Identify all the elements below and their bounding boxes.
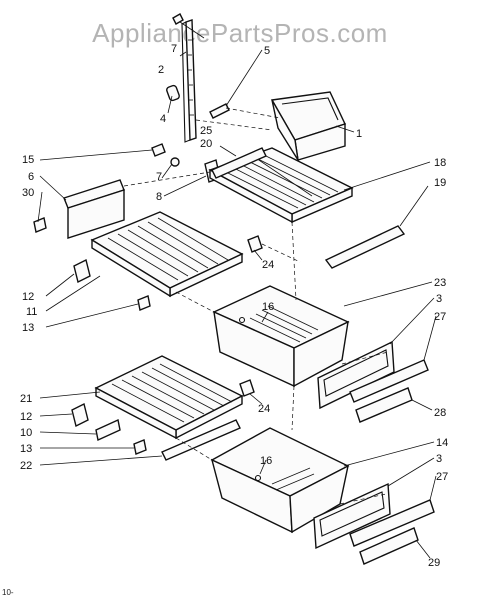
callout-21: 21 <box>20 393 32 405</box>
callout-20: 20 <box>200 138 212 150</box>
lower-crisper-trim[interactable] <box>359 527 419 565</box>
callout-3-upper: 3 <box>436 293 442 305</box>
callout-29: 29 <box>428 557 440 569</box>
upper-crisper-front[interactable] <box>317 340 395 410</box>
callout-5: 5 <box>264 45 270 57</box>
callout-8: 8 <box>156 191 162 203</box>
callout-24-lower: 24 <box>258 403 270 415</box>
callout-3-lower: 3 <box>436 453 442 465</box>
leader-lines <box>37 21 437 559</box>
callout-16-lower: 16 <box>260 455 272 467</box>
middle-shelf[interactable] <box>90 211 244 298</box>
callout-23: 23 <box>434 277 446 289</box>
shelf-stop-13-lower[interactable] <box>133 439 147 455</box>
callout-11: 11 <box>26 306 37 318</box>
lower-crisper-handle[interactable] <box>349 499 435 547</box>
lower-crisper-pan[interactable] <box>210 427 350 534</box>
alignment-lines <box>123 107 389 505</box>
pivot-bushing[interactable] <box>166 84 180 102</box>
utility-bin[interactable] <box>270 91 346 161</box>
callout-10: 10 <box>20 427 32 439</box>
shelf-stop-13-upper[interactable] <box>137 295 151 311</box>
corner-code: 10- <box>2 588 14 597</box>
callout-16-upper: 16 <box>262 301 274 313</box>
callout-14: 14 <box>436 437 448 449</box>
callout-30: 30 <box>22 187 34 199</box>
callout-1: 1 <box>356 128 362 140</box>
shelf-trim-left[interactable] <box>63 179 125 239</box>
callout-15: 15 <box>22 154 34 166</box>
shelf-trim-upper[interactable] <box>211 147 267 179</box>
stud-small[interactable] <box>170 157 180 167</box>
callout-6: 6 <box>28 171 34 183</box>
callout-12-upper: 12 <box>22 291 34 303</box>
upper-crisper-pan[interactable] <box>212 285 350 388</box>
shelf-support-24-upper[interactable] <box>247 235 263 253</box>
shelf-trim-right[interactable] <box>324 225 406 269</box>
clip-upper[interactable] <box>151 143 166 157</box>
callout-4: 4 <box>160 113 166 125</box>
shelf-clip-12-lower[interactable] <box>71 402 89 428</box>
callout-2: 2 <box>158 64 164 76</box>
callout-7-top: 7 <box>171 43 177 55</box>
callout-25: 25 <box>200 125 212 137</box>
callout-27-upper: 27 <box>434 311 446 323</box>
callout-24-upper: 24 <box>262 259 274 271</box>
shelf-front-trim-22[interactable] <box>161 419 241 461</box>
callout-12-lower: 12 <box>20 411 32 423</box>
lower-shelf[interactable] <box>94 355 244 440</box>
callout-labels: 7 2 5 4 1 25 20 18 15 7 6 19 30 8 24 23 … <box>20 43 448 569</box>
shelf-bar-10[interactable] <box>95 418 121 442</box>
screw-top[interactable] <box>172 13 184 25</box>
callout-13-upper: 13 <box>22 322 34 334</box>
callout-27-lower: 27 <box>436 471 448 483</box>
lower-crisper-front[interactable] <box>313 482 391 550</box>
callout-7-mid: 7 <box>156 171 162 183</box>
callout-22: 22 <box>20 460 32 472</box>
screw-left[interactable] <box>33 217 47 233</box>
shelf-ladder-rail[interactable] <box>181 19 197 143</box>
shelf-pin[interactable] <box>209 103 230 119</box>
upper-crisper-handle[interactable] <box>349 359 429 403</box>
callout-28: 28 <box>434 407 446 419</box>
shelf-support-24-lower[interactable] <box>239 379 255 397</box>
callout-19: 19 <box>434 177 446 189</box>
callout-13-lower: 13 <box>20 443 32 455</box>
shelf-clip-12-upper[interactable] <box>73 258 91 284</box>
top-shelf-assembly[interactable] <box>208 147 354 224</box>
watermark-text: AppliancePartsPros.com <box>92 18 388 48</box>
callout-18: 18 <box>434 157 446 169</box>
